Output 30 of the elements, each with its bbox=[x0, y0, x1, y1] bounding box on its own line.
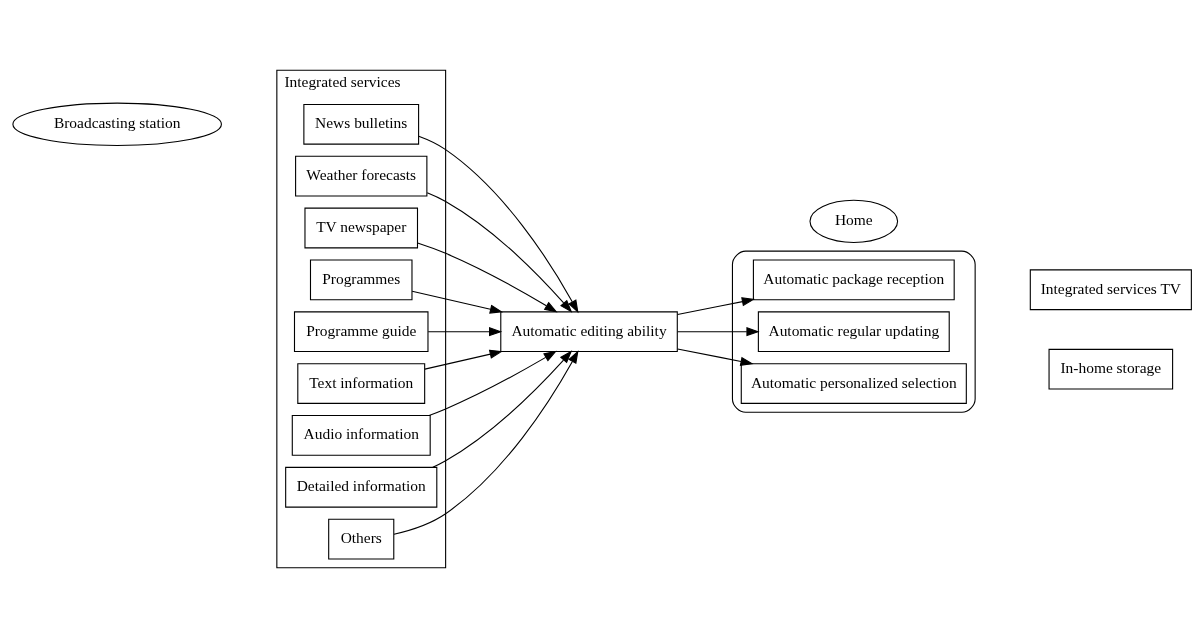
node-box: Text information bbox=[297, 362, 426, 404]
arrow bbox=[418, 135, 579, 313]
arrow bbox=[393, 349, 579, 535]
arrow bbox=[411, 290, 504, 314]
node-box: Automatic editing ability bbox=[500, 310, 678, 352]
arrow bbox=[677, 326, 760, 336]
node-box: Audio information bbox=[291, 414, 431, 456]
arrow bbox=[424, 349, 503, 370]
arrow bbox=[677, 296, 756, 315]
arrow bbox=[428, 350, 557, 416]
arrow bbox=[427, 326, 503, 336]
arrow bbox=[432, 349, 573, 468]
node-box: Others bbox=[328, 518, 395, 559]
node-ellipse: Broadcasting station bbox=[12, 102, 222, 146]
node-box: Automatic regular updating bbox=[757, 310, 950, 352]
node-ellipse: Home bbox=[809, 199, 899, 243]
arrow bbox=[677, 347, 754, 366]
node-box: TV newspaper bbox=[304, 207, 419, 248]
node-box: Integrated services TV bbox=[1029, 268, 1192, 310]
node-box: Programme guide bbox=[293, 310, 429, 352]
cluster bbox=[731, 250, 976, 413]
node-box: Programmes bbox=[309, 258, 413, 300]
arrow bbox=[417, 242, 558, 312]
node-box: Automatic package reception bbox=[752, 258, 955, 300]
node-box: Weather forecasts bbox=[295, 155, 428, 197]
node-box: Automatic personalized selection bbox=[740, 362, 967, 404]
node-box: Detailed information bbox=[285, 466, 438, 508]
arrow bbox=[426, 191, 573, 313]
node-box: In-home storage bbox=[1048, 348, 1174, 390]
node-box: News bulletins bbox=[303, 103, 420, 145]
